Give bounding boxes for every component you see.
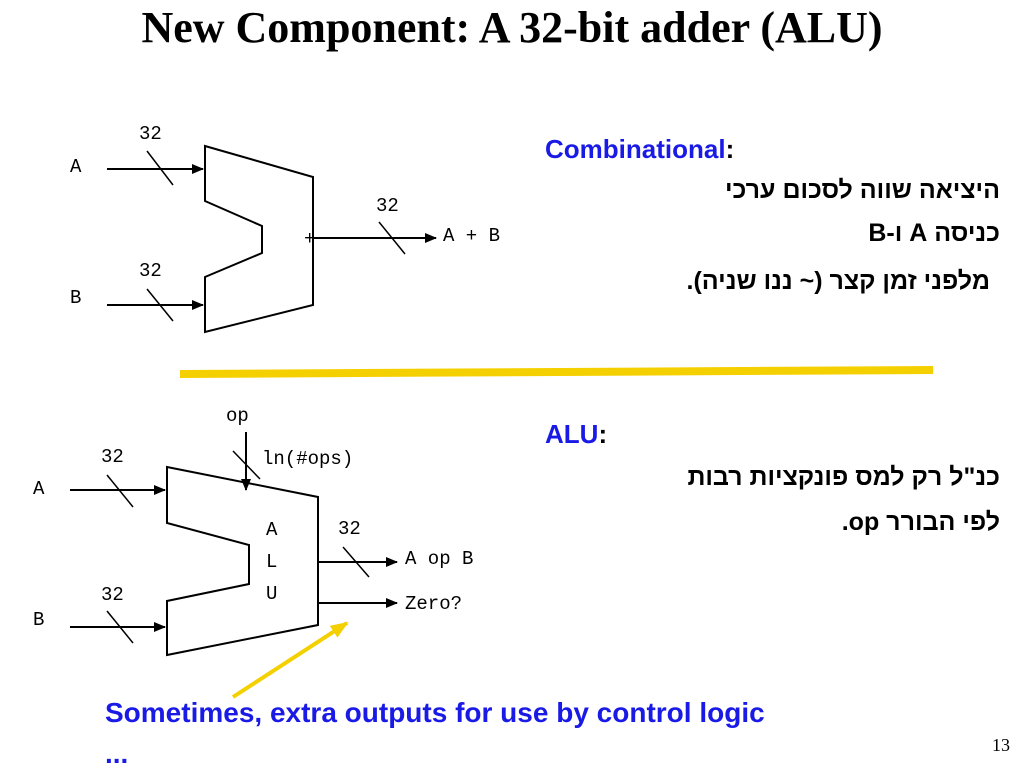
section-divider bbox=[179, 366, 934, 378]
alu-control-label: op bbox=[226, 405, 249, 427]
alu-control-width-tick bbox=[232, 450, 261, 480]
alu-line-2: לפי הבורר op. bbox=[841, 508, 1000, 536]
adder-output-width-label: 32 bbox=[376, 195, 399, 217]
alu-body-label-a: A bbox=[266, 519, 278, 541]
adder-input-a-label: A bbox=[70, 156, 82, 178]
alu-input-b-width-tick bbox=[106, 610, 134, 644]
alu-output-width-tick bbox=[342, 546, 370, 578]
alu-body-label-u: U bbox=[266, 583, 277, 605]
alu-output-label: A op B bbox=[405, 548, 473, 570]
combinational-line-1: היציאה שווה לסכום ערכי bbox=[725, 176, 1000, 204]
callout-arrow bbox=[231, 621, 349, 699]
adder-diagram: A 32 B 32 + 32 A + B bbox=[70, 123, 500, 334]
adder-input-b-width-tick bbox=[146, 288, 174, 322]
adder-output-width-tick bbox=[378, 221, 406, 255]
alu-input-a-width-label: 32 bbox=[101, 446, 124, 468]
alu-body-label-l: L bbox=[266, 551, 277, 573]
alu-line-1: כנ"ל רק למס פונקציות רבות bbox=[687, 463, 1000, 491]
bottom-note: Sometimes, extra outputs for use by cont… bbox=[105, 697, 765, 728]
adder-input-a-width-tick bbox=[146, 150, 174, 186]
alu-output-width-label: 32 bbox=[338, 518, 361, 540]
alu-heading-colon: : bbox=[598, 419, 608, 449]
alu-heading: ALU: bbox=[545, 419, 607, 450]
alu-control-width-label: ln(#ops) bbox=[262, 448, 353, 470]
adder-body bbox=[204, 144, 314, 334]
adder-input-a-width-label: 32 bbox=[139, 123, 162, 145]
alu-body bbox=[166, 465, 319, 657]
alu-zero-label: Zero? bbox=[405, 593, 462, 615]
alu-input-b-label: B bbox=[33, 609, 44, 631]
combinational-line-2: כניסה A ו-B bbox=[868, 219, 1000, 247]
alu-input-b-width-label: 32 bbox=[101, 584, 124, 606]
adder-input-b-label: B bbox=[70, 287, 81, 309]
bottom-note-continuation: ... bbox=[105, 740, 129, 768]
alu-input-a-label: A bbox=[33, 478, 45, 500]
slide-title: New Component: A 32-bit adder (ALU) bbox=[141, 3, 883, 52]
adder-output-label: A + B bbox=[443, 225, 500, 247]
combinational-heading-word: Combinational bbox=[545, 134, 726, 164]
alu-input-a-width-tick bbox=[106, 474, 134, 508]
page-number: 13 bbox=[992, 735, 1010, 755]
alu-diagram: A 32 B 32 op ln(#ops) A L U 32 A op B Ze… bbox=[33, 405, 473, 657]
alu-heading-word: ALU bbox=[545, 419, 599, 449]
combinational-heading: Combinational: bbox=[545, 134, 734, 165]
adder-operator-symbol: + bbox=[304, 228, 315, 250]
combinational-heading-colon: : bbox=[725, 134, 735, 164]
adder-input-b-width-label: 32 bbox=[139, 260, 162, 282]
combinational-line-3: מלפני זמן קצר (~ ננו שניה). bbox=[686, 267, 991, 295]
